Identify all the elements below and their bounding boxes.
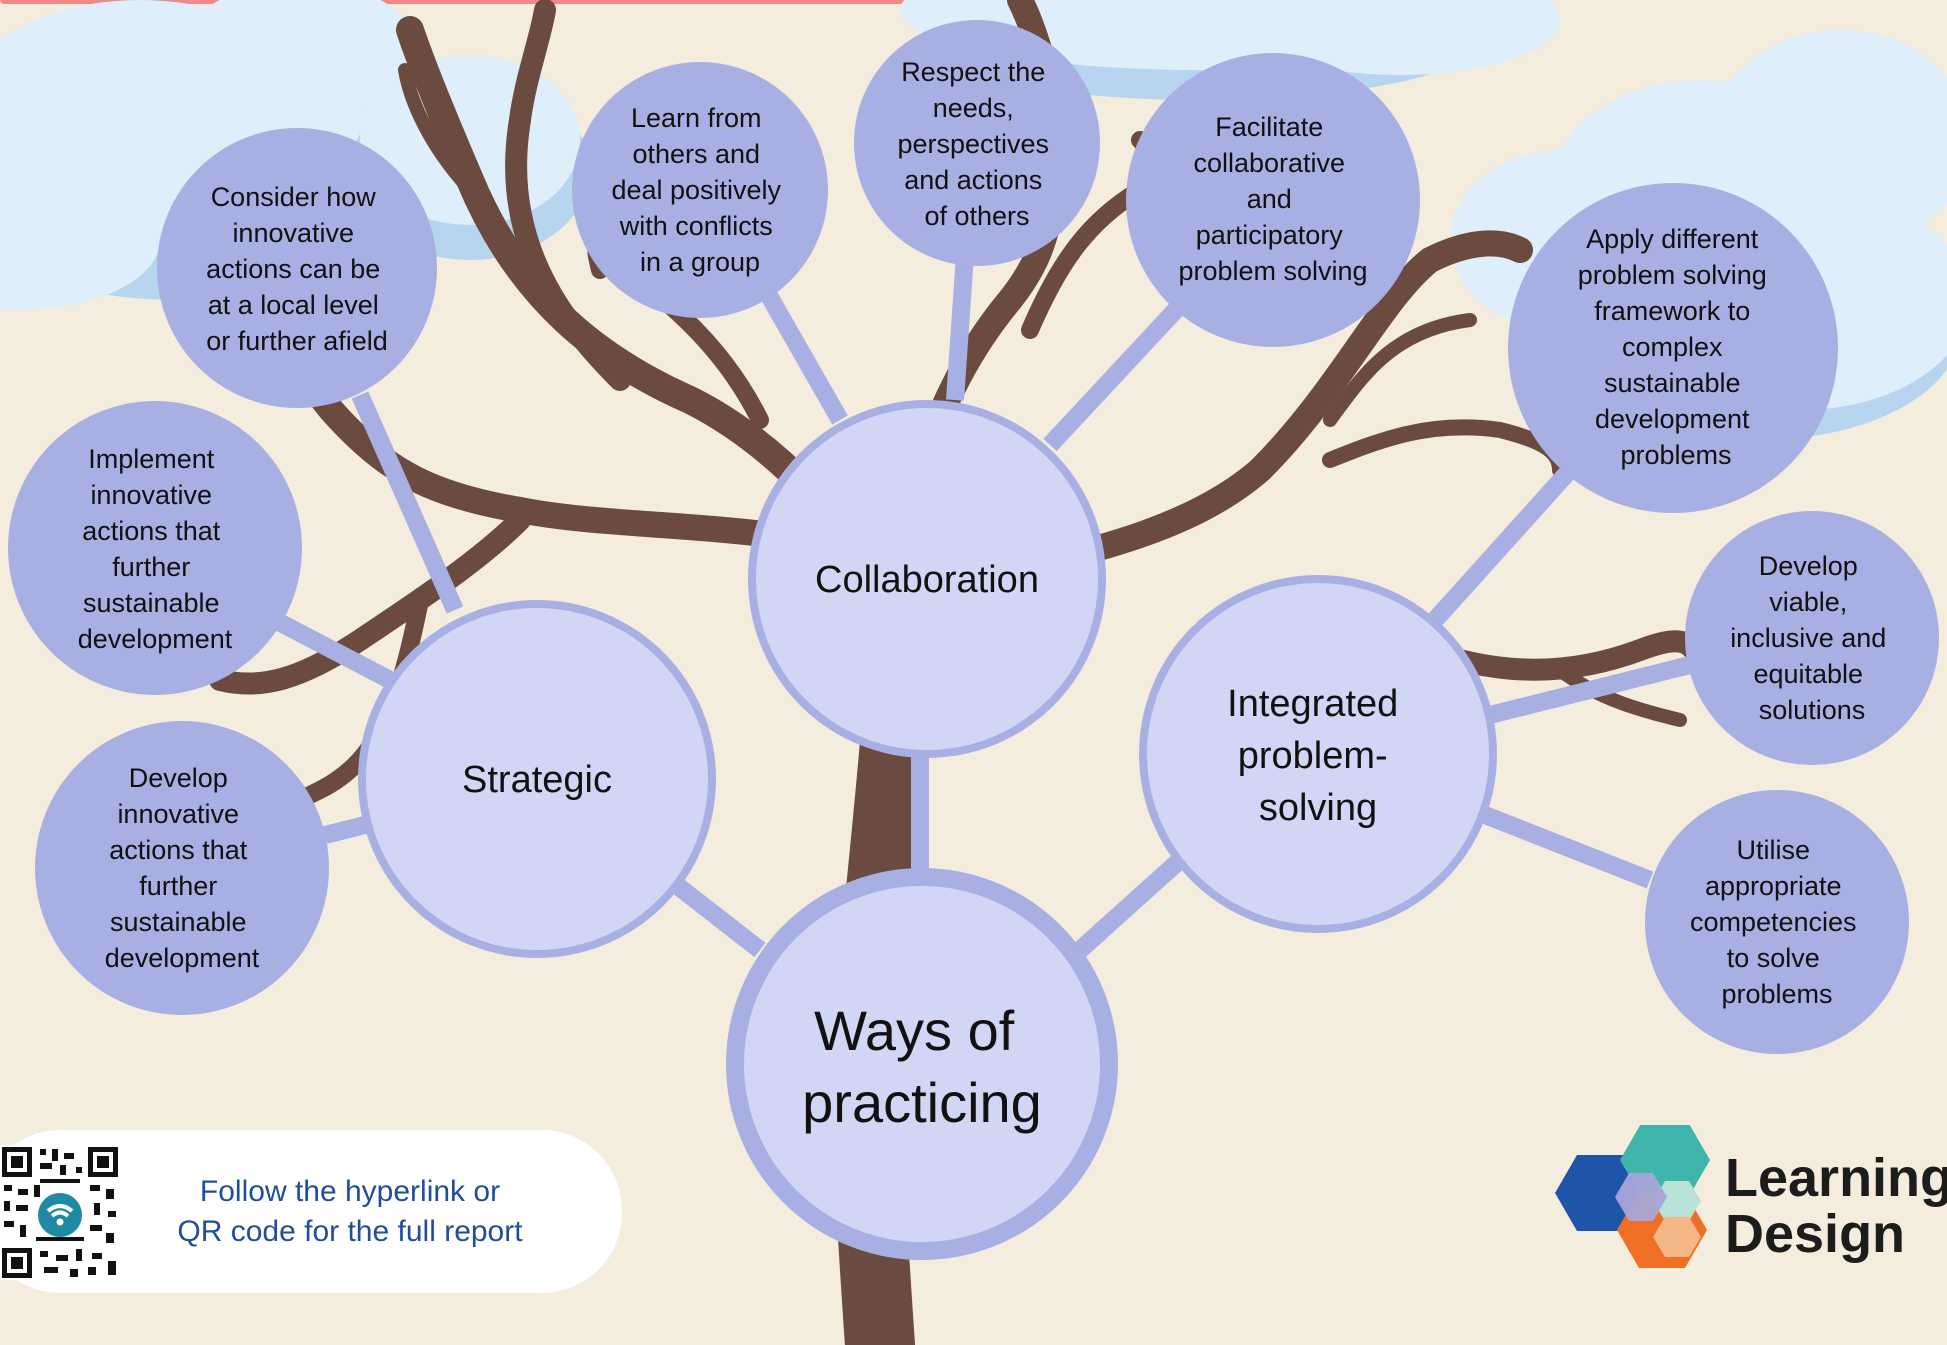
leaf-facilitate	[1126, 53, 1420, 347]
leaf-consider	[157, 128, 437, 408]
hub-collaboration-label: Collaboration	[815, 559, 1039, 601]
learning-design-logo	[1555, 1125, 1710, 1268]
leaf-circles	[8, 20, 1939, 1054]
logo-line-2: Design	[1725, 1204, 1906, 1264]
leaf-utilise-label: Utilise appropriate competencies to solv…	[1690, 835, 1864, 1009]
leaf-utilise	[1645, 790, 1909, 1054]
leaf-develop-innovative-label: Develop innovative actions that further …	[105, 763, 260, 973]
leaf-implement-label: Implement innovative actions that furthe…	[78, 444, 233, 654]
leaf-consider-label: Consider how innovative actions can be a…	[206, 182, 388, 356]
circle-labels: Ways of practicing Strategic Collaborati…	[78, 57, 1894, 1134]
top-accent-bar	[0, 0, 1245, 4]
leaf-learn-label: Learn from others and deal positively wi…	[611, 103, 788, 277]
hub-integrated	[1139, 575, 1497, 933]
footer-link-text[interactable]: Follow the hyperlink or QR code for the …	[140, 1172, 560, 1252]
leaf-develop-innovative	[35, 721, 329, 1015]
hub-collaboration	[748, 400, 1106, 758]
hub-strategic	[358, 600, 716, 958]
hub-integrated-label: Integrated problem- solving	[1227, 683, 1409, 829]
leaf-respect-label: Respect the needs, perspectives and acti…	[897, 57, 1056, 231]
leaf-respect	[854, 20, 1100, 266]
footer-line-1: Follow the hyperlink or	[199, 1175, 501, 1208]
leaf-apply	[1508, 183, 1838, 513]
center-label: Ways of practicing	[802, 999, 1042, 1134]
hub-circles	[358, 400, 1497, 1260]
logo-wordmark: Learning Design	[1725, 1150, 1947, 1262]
connectors	[270, 254, 1693, 958]
center-ways-of-practicing	[726, 868, 1118, 1260]
qr-code-icon[interactable]	[0, 1145, 120, 1280]
footer-line-2: QR code for the full report	[177, 1215, 523, 1248]
logo-line-1: Learning	[1725, 1148, 1947, 1208]
leaf-implement	[8, 401, 302, 695]
hub-strategic-label: Strategic	[462, 759, 612, 801]
leaf-learn	[572, 62, 828, 318]
leaf-develop-viable	[1685, 511, 1939, 765]
leaf-facilitate-label: Facilitate collaborative and participato…	[1178, 112, 1367, 286]
leaf-develop-viable-label: Develop viable, inclusive and equitable …	[1730, 551, 1894, 725]
leaf-apply-label: Apply different problem solving framewor…	[1578, 224, 1775, 470]
